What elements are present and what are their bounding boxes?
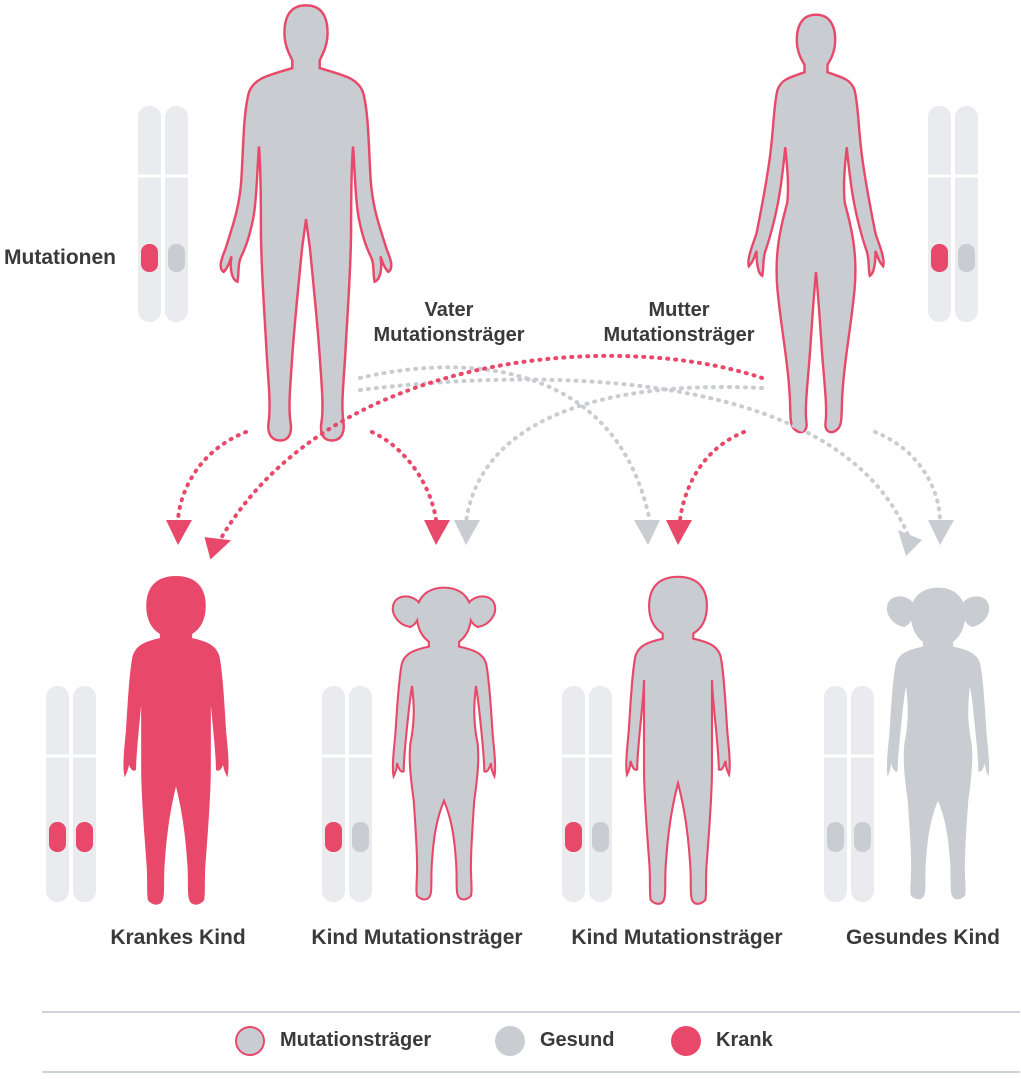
child1-chromosomes [46, 686, 96, 902]
child-label: Gesundes Kind [845, 926, 1001, 949]
mother-label-line1: Mutter [648, 299, 710, 321]
legend-healthy-label: Gesund [540, 1029, 615, 1051]
child-label: Kind Mutationsträger [311, 926, 523, 949]
child2-chromosomes [322, 686, 372, 902]
mutations-label: Mutationen [4, 246, 116, 269]
child-label: Krankes Kind [110, 926, 246, 949]
father-label: Vater Mutationsträger [354, 298, 544, 348]
arrow-head-red [204, 537, 232, 560]
child3-chromosomes [562, 686, 612, 902]
legend-bottom-rule [42, 1071, 1020, 1073]
child-healthy-girl-figure [886, 587, 990, 900]
arrow-heads [166, 520, 954, 560]
father-mutation-marker [141, 244, 158, 272]
child3-marker-right [592, 822, 609, 852]
child3-marker-left [565, 822, 582, 852]
child1-marker-right [76, 822, 93, 852]
child1-marker-left [49, 822, 66, 852]
child-carrier-girl-figure [391, 586, 497, 901]
father-label-line1: Vater [424, 299, 474, 321]
child2-marker-right [352, 822, 369, 852]
father-healthy-marker [168, 244, 185, 272]
mother-chromosomes [928, 106, 978, 322]
child-carrier-boy-figure [625, 575, 731, 905]
child-sick-figure [123, 575, 229, 905]
inheritance-arrows [176, 353, 942, 542]
arrow-head-gray [454, 520, 480, 545]
child2-marker-left [325, 822, 342, 852]
arrow-head-gray [634, 520, 660, 545]
mother-figure [747, 13, 885, 434]
mother-mutation-marker [931, 244, 948, 272]
child-label: Kind Mutationsträger [571, 926, 783, 949]
legend-healthy-dot [495, 1026, 525, 1056]
child4-marker-right [854, 822, 871, 852]
father-label-line2: Mutationsträger [373, 324, 525, 346]
child4-marker-left [827, 822, 844, 852]
mother-label-line2: Mutationsträger [603, 324, 755, 346]
father-figure [219, 4, 393, 442]
legend-carrier-label: Mutationsträger [280, 1029, 432, 1051]
arrow-head-red [666, 520, 692, 545]
legend-sick-label: Krank [716, 1029, 773, 1051]
arrow-head-red [424, 520, 450, 545]
legend-sick-dot [671, 1026, 701, 1056]
child4-chromosomes [824, 686, 874, 902]
arrow-head-red [166, 520, 192, 545]
mother-healthy-marker [958, 244, 975, 272]
mother-label: Mutter Mutationsträger [584, 298, 774, 348]
father-chromosomes [138, 106, 188, 322]
arrow-head-gray [898, 530, 922, 556]
legend-carrier-dot [235, 1026, 265, 1056]
legend-top-rule [42, 1011, 1020, 1013]
arrow-head-gray [928, 520, 954, 545]
